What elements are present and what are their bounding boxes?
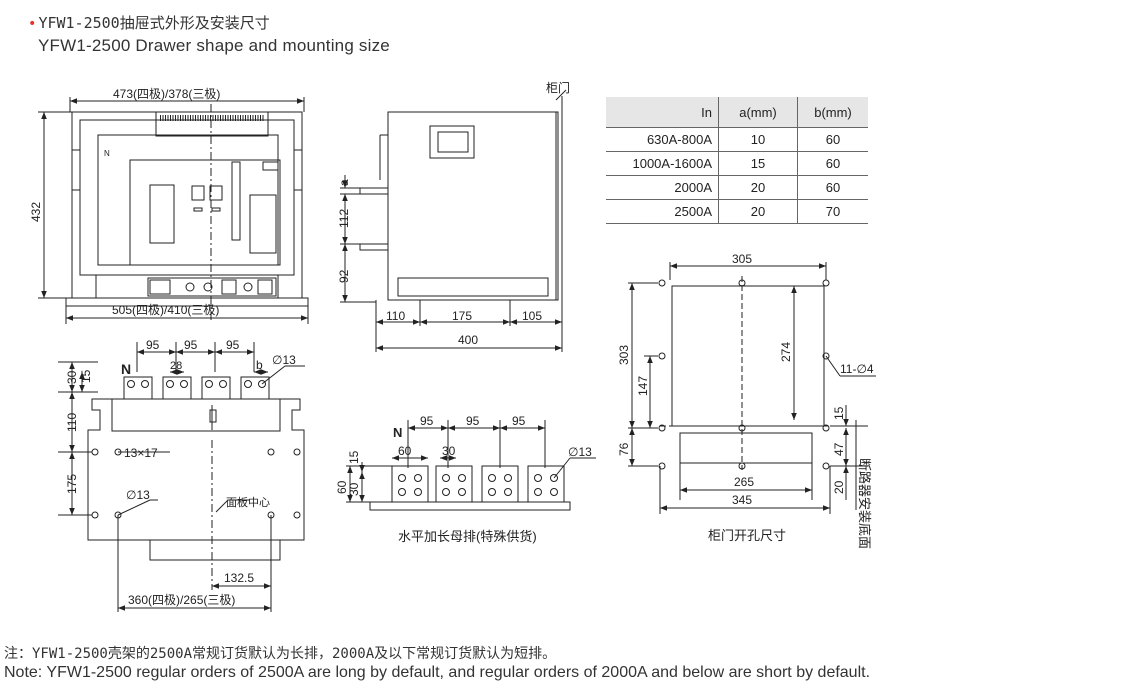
note-english: Note: YFW1-2500 regular orders of 2500A … <box>4 664 871 681</box>
cutout-dim-274: 274 <box>779 342 793 362</box>
bottom-hole-label: ∅13 <box>126 488 150 502</box>
base-label: 断路器安装底面 <box>857 458 872 549</box>
busbar-dim-95-1: 95 <box>420 414 434 428</box>
side-dim-110: 110 <box>386 309 405 323</box>
front-view <box>38 97 309 324</box>
bottom-dim-30: 30 <box>65 370 79 384</box>
bottom-pole-label: N <box>121 361 131 377</box>
cell-in: 630A-800A <box>606 127 719 152</box>
cell-b: 60 <box>797 175 868 200</box>
title-english: YFW1-2500 Drawer shape and mounting size <box>38 36 390 55</box>
header-b: b(mm) <box>797 97 868 128</box>
busbar-pole-label: N <box>393 425 402 440</box>
cutout-dim-76: 76 <box>617 442 631 456</box>
cutout-dim-15: 15 <box>832 406 846 420</box>
cell-b: 60 <box>797 151 868 176</box>
table-row: 630A-800A 10 60 <box>606 127 868 152</box>
busbar-dim-v30: 30 <box>347 482 361 496</box>
bullet-icon: • <box>28 16 37 32</box>
cutout-holes-label: 11-∅4 <box>840 362 874 376</box>
cutout-dim-20: 20 <box>832 480 846 494</box>
busbar-view <box>346 420 596 511</box>
bottom-dim-132-5: 132.5 <box>224 571 254 585</box>
cell-a: 20 <box>718 199 798 224</box>
side-view <box>340 89 567 352</box>
table-row: 2500A 20 70 <box>606 199 868 224</box>
bottom-hole-diameter: ∅13 <box>272 353 296 367</box>
bottom-view-width-dimension: 360(四极)/265(三极) <box>128 593 235 607</box>
cutout-dim-345: 345 <box>732 493 752 507</box>
side-dim-175: 175 <box>452 309 472 323</box>
busbar-dim-60: 60 <box>398 444 412 458</box>
busbar-dim-30: 30 <box>442 444 456 458</box>
title-zh-text: YFW1-2500抽屉式外形及安装尺寸 <box>38 14 270 32</box>
spec-table-header: In a(mm) b(mm) <box>606 97 868 128</box>
title-chinese: •YFW1-2500抽屉式外形及安装尺寸 <box>28 12 270 33</box>
bottom-dim-28: 28 <box>170 360 182 372</box>
header-a: a(mm) <box>718 97 798 128</box>
front-pole-label: N <box>104 149 110 158</box>
bottom-dim-95-1: 95 <box>146 338 160 352</box>
table-row: 1000A-1600A 15 60 <box>606 151 868 176</box>
front-top-dimension: 473(四极)/378(三极) <box>113 87 220 101</box>
side-dim-92: 92 <box>337 269 351 283</box>
cutout-dim-265: 265 <box>734 475 754 489</box>
door-label: 柜门 <box>546 80 570 95</box>
bottom-view <box>58 342 305 612</box>
bottom-dim-95-2: 95 <box>184 338 198 352</box>
cutout-dim-303: 303 <box>617 345 631 365</box>
spec-table: In a(mm) b(mm) 630A-800A 10 60 1000A-160… <box>606 97 868 224</box>
cell-in: 2000A <box>606 175 719 200</box>
cell-b: 70 <box>797 199 868 224</box>
cutout-caption: 柜门开孔尺寸 <box>708 528 786 543</box>
front-bottom-dimension: 505(四极)/410(三极) <box>112 303 219 317</box>
cutout-dim-147: 147 <box>636 376 650 396</box>
header-in: In <box>606 97 719 128</box>
bottom-dim-b: b <box>256 358 263 372</box>
side-dim-112: 112 <box>337 209 351 228</box>
bottom-dim-110: 110 <box>65 413 79 432</box>
bottom-dim-15: 15 <box>79 369 93 383</box>
bottom-dim-95-3: 95 <box>226 338 240 352</box>
busbar-dim-95-3: 95 <box>512 414 526 428</box>
busbar-caption: 水平加长母排(特殊供货) <box>398 529 537 544</box>
note-chinese: 注：YFW1-2500壳架的2500A常规订货默认为长排，2000A及以下常规订… <box>4 646 557 662</box>
table-row: 2000A 20 60 <box>606 175 868 200</box>
busbar-dim-15: 15 <box>347 450 361 464</box>
bottom-dim-175: 175 <box>65 474 79 494</box>
panel-center-label: 面板中心 <box>226 495 270 509</box>
cutout-view <box>628 262 876 514</box>
cell-b: 60 <box>797 127 868 152</box>
busbar-hole-diameter: ∅13 <box>568 445 592 459</box>
side-dim-a: a <box>337 179 351 186</box>
side-dim-105: 105 <box>522 309 542 323</box>
cell-a: 15 <box>718 151 798 176</box>
cell-a: 10 <box>718 127 798 152</box>
cell-in: 2500A <box>606 199 719 224</box>
cell-a: 20 <box>718 175 798 200</box>
cutout-dim-305: 305 <box>732 252 752 266</box>
busbar-dim-v60: 60 <box>335 480 349 494</box>
side-dim-400: 400 <box>458 333 478 347</box>
cell-in: 1000A-1600A <box>606 151 719 176</box>
cutout-dim-47: 47 <box>832 442 846 456</box>
bottom-slot-label: 13×17 <box>124 446 158 460</box>
front-height-dimension: 432 <box>29 202 43 222</box>
busbar-dim-95-2: 95 <box>466 414 480 428</box>
